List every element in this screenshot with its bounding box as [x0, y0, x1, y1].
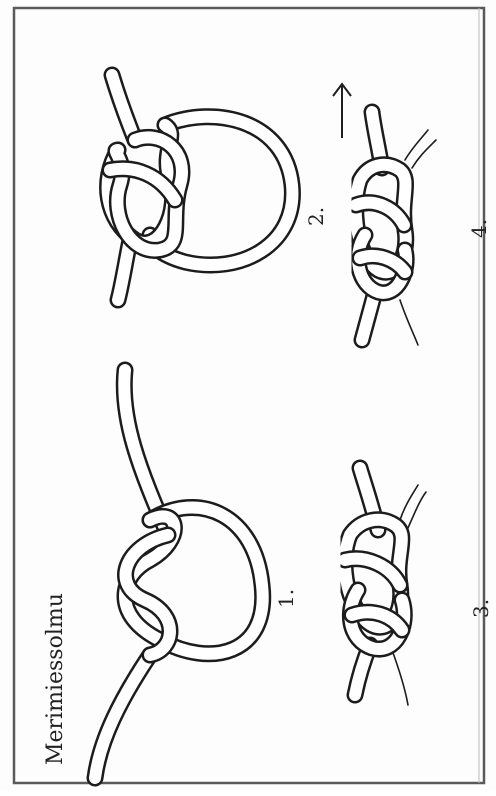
step-label-3: 3. — [469, 599, 493, 618]
step-label-1: 1. — [274, 589, 298, 608]
diagram-title: Merimiessolmu — [43, 593, 68, 765]
step-label-4: 4. — [467, 219, 491, 238]
step-label-2: 2. — [304, 207, 328, 226]
